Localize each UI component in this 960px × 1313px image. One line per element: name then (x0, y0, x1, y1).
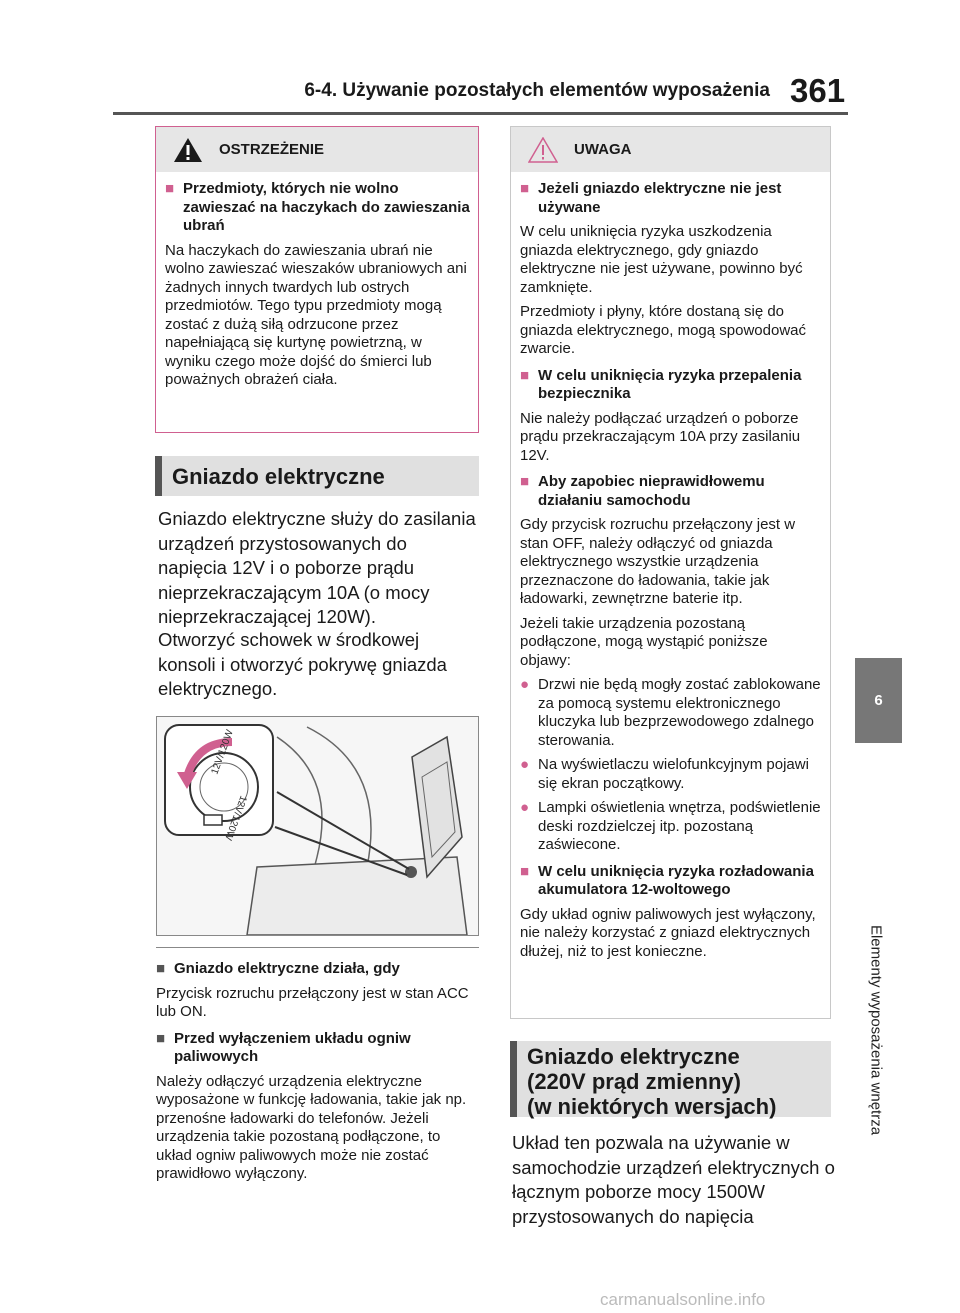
square-bullet-icon: ■ (156, 960, 166, 977)
caution-box: UWAGA ■Jeżeli gniazdo elektryczne nie je… (510, 126, 831, 1019)
warning-box: OSTRZEŻENIE ■Przedmioty, których nie wol… (155, 126, 479, 433)
warning-header: OSTRZEŻENIE (156, 127, 478, 172)
page-number: 361 (790, 72, 846, 109)
section-heading-socket: Gniazdo elektryczne (155, 456, 479, 496)
caution-text-2: Nie należy podłączać urządzeń o poborze … (520, 409, 801, 464)
console-drawing: 12V/120W 12V/120W (157, 717, 478, 936)
caution-heading-4: ■W celu uniknięcia ryzyka rozładowania a… (520, 862, 814, 899)
square-bullet-icon: ■ (520, 862, 530, 880)
caution-title: UWAGA (574, 141, 632, 158)
square-bullet-icon: ■ (520, 180, 530, 197)
chapter-label: Elementy wyposażenia wnętrza (867, 924, 885, 1136)
list-item: ●Lampki oświetlenia wnętrza, podświetlen… (520, 799, 821, 853)
list-item: ●Drzwi nie będą mogły zostać zablokowane… (520, 676, 821, 749)
caution-heading-1: ■Jeżeli gniazdo elektryczne nie jest uży… (520, 180, 782, 216)
console-illustration: 12V/120W 12V/120W (156, 716, 479, 936)
caution-heading-2: ■W celu uniknięcia ryzyka przepalenia be… (520, 366, 802, 403)
note-text-2: Należy odłączyć urządzenia elektryczne w… (156, 1072, 467, 1183)
header-rule (113, 112, 848, 115)
note-text-1: Przycisk rozruchu przełączony jest w sta… (156, 984, 469, 1021)
round-bullet-icon: ● (520, 756, 530, 773)
caution-header: UWAGA (511, 127, 830, 172)
caution-text-3a: Gdy przycisk rozruchu przełączony jest w… (520, 516, 796, 607)
chapter-number: 6 (874, 692, 883, 709)
round-bullet-icon: ● (520, 676, 530, 693)
list-item: ●Na wyświetlaczu wielofunkcyjnym pojawi … (520, 756, 809, 792)
section2-text: Układ ten pozwala na używanie w samochod… (512, 1132, 835, 1227)
square-bullet-icon: ■ (165, 180, 175, 197)
watermark: carmanualsonline.info (600, 1290, 766, 1309)
warning-title: OSTRZEŻENIE (219, 141, 325, 158)
caution-text-4: Gdy układ ogniw paliwowych jest wyłączon… (520, 905, 816, 960)
figure-rule (156, 947, 479, 948)
note-heading-2: ■Przed wyłączeniem układu ogniw paliwowy… (156, 1029, 411, 1066)
caution-text-1a: W celu uniknięcia ryzyka uszkodzenia gni… (520, 223, 803, 296)
round-bullet-icon: ● (520, 799, 530, 816)
warning-text: Na haczykach do zawieszania ubrań nie wo… (165, 241, 467, 389)
section-heading-ac-socket: Gniazdo elektryczne (220V prąd zmienny) … (510, 1041, 831, 1119)
section-text-1: Gniazdo elektryczne służy do zasilania u… (158, 508, 476, 627)
caution-heading-3: ■Aby zapobiec nieprawidłowemu działaniu … (520, 473, 765, 509)
square-bullet-icon: ■ (520, 366, 530, 384)
section-text-2: Otworzyć schowek w środkowej konsoli i o… (158, 629, 447, 699)
chapter-tab[interactable]: 6 (855, 658, 902, 743)
caution-body: ■Jeżeli gniazdo elektryczne nie jest uży… (520, 180, 822, 961)
warning-body: ■Przedmioty, których nie wolno zawieszać… (165, 180, 470, 390)
square-bullet-icon: ■ (520, 473, 530, 490)
square-bullet-icon: ■ (156, 1029, 166, 1047)
warning-triangle-icon (174, 138, 202, 162)
caution-text-3b: Jeżeli takie urządzenia pozostaną podłąc… (520, 614, 768, 669)
notes-block: ■Gniazdo elektryczne działa, gdy Przycis… (156, 960, 480, 1184)
warning-subheading: ■Przedmioty, których nie wolno zawieszać… (165, 180, 470, 234)
caution-triangle-icon (528, 137, 558, 163)
running-header: 6-4. Używanie pozostałych elementów wypo… (304, 80, 770, 101)
caution-text-1b: Przedmioty i płyny, które dostaną się do… (520, 303, 807, 357)
note-heading-1: ■Gniazdo elektryczne działa, gdy (156, 960, 400, 977)
